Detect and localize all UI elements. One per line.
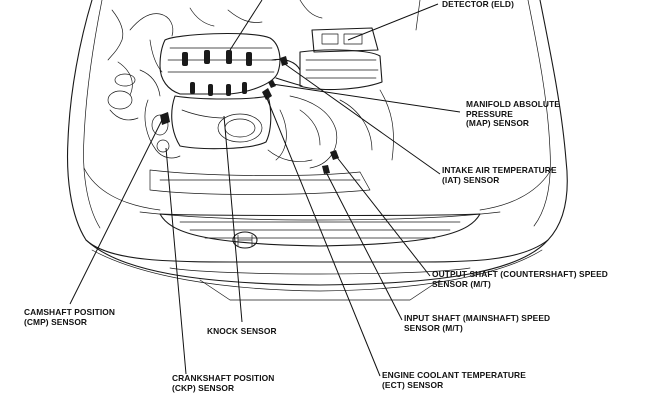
label-ect-line-2: (ECT) SENSOR: [382, 379, 444, 390]
label-map-line-1: MANIFOLD ABSOLUTE: [466, 99, 560, 109]
label-output-shaft-line-1: OUTPUT SHAFT (COUNTERSHAFT) SPEED: [432, 269, 608, 279]
leader-eld: [347, 3, 439, 41]
label-ect-line-1: ENGINE COOLANT TEMPERATURE: [382, 370, 526, 380]
label-iat-line-1: INTAKE AIR TEMPERATURE: [442, 165, 557, 175]
label-output-shaft-line-2: SENSOR (M/T): [432, 278, 491, 289]
label-knock-sensor: KNOCK SENSOR: [207, 326, 277, 337]
leader-input-shaft: [325, 171, 403, 321]
label-eld-line-1: DETECTOR (ELD): [442, 0, 514, 9]
car-body-outline: [66, 0, 568, 301]
label-ckp-sensor: CRANKSHAFT POSITION (CKP) SENSOR: [172, 373, 275, 393]
label-cmp-sensor: CAMSHAFT POSITION (CMP) SENSOR: [24, 307, 116, 327]
engine-bay-components: [107, 0, 421, 195]
label-iat-line-2: (IAT) SENSOR: [442, 174, 500, 185]
label-ect-sensor: ENGINE COOLANT TEMPERATURE (ECT) SENSOR: [382, 370, 526, 390]
label-knock-line-1: KNOCK SENSOR: [207, 326, 277, 336]
label-ckp-line-1: CRANKSHAFT POSITION: [172, 373, 275, 383]
leader-top-1: [229, 0, 263, 51]
label-input-shaft-sensor: INPUT SHAFT (MAINSHAFT) SPEED SENSOR (M/…: [404, 313, 551, 333]
leader-iat: [281, 61, 441, 175]
label-iat-sensor: INTAKE AIR TEMPERATURE (IAT) SENSOR: [442, 165, 557, 185]
label-map-sensor: MANIFOLD ABSOLUTE PRESSURE (MAP) SENSOR: [466, 99, 560, 129]
leader-ckp: [165, 147, 187, 375]
leader-output-shaft: [335, 155, 431, 277]
leader-map: [271, 83, 461, 113]
leader-ect: [265, 95, 381, 377]
leader-knock: [223, 115, 243, 323]
label-output-shaft-sensor: OUTPUT SHAFT (COUNTERSHAFT) SPEED SENSOR…: [432, 269, 608, 289]
label-cmp-line-2: (CMP) SENSOR: [24, 316, 88, 327]
label-eld: DETECTOR (ELD): [442, 0, 514, 10]
leader-lines: [69, 0, 461, 377]
label-input-shaft-line-2: SENSOR (M/T): [404, 322, 463, 333]
label-ckp-line-2: (CKP) SENSOR: [172, 382, 235, 393]
label-map-line-2: PRESSURE: [466, 108, 513, 119]
label-map-line-3: (MAP) SENSOR: [466, 118, 530, 129]
label-input-shaft-line-1: INPUT SHAFT (MAINSHAFT) SPEED: [404, 313, 551, 323]
leader-cmp: [69, 119, 163, 305]
label-cmp-line-1: CAMSHAFT POSITION: [24, 307, 116, 317]
